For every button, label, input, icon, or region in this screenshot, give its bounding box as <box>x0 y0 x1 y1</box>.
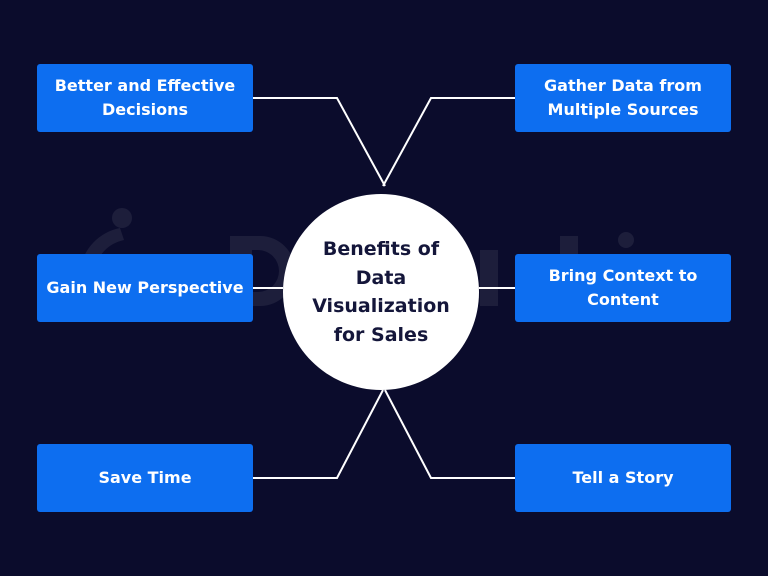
benefit-label: Bring Context to Content <box>548 266 698 309</box>
benefit-box-gather-data: Gather Data from Multiple Sources <box>515 64 731 132</box>
benefit-label: Save Time <box>98 468 192 487</box>
benefit-label: Better and Effective Decisions <box>54 76 236 119</box>
connector-top-left <box>253 97 386 187</box>
connector-top-right <box>382 97 515 187</box>
benefit-box-better-decisions: Better and Effective Decisions <box>37 64 253 132</box>
benefit-label: Tell a Story <box>572 468 674 487</box>
benefit-label: Gather Data from Multiple Sources <box>544 76 702 119</box>
benefit-label: Gain New Perspective <box>46 278 244 297</box>
center-topic-circle: Benefits of Data Visualization for Sales <box>283 194 479 390</box>
benefit-box-save-time: Save Time <box>37 444 253 512</box>
benefit-box-tell-story: Tell a Story <box>515 444 731 512</box>
connector-bottom-left <box>253 389 384 479</box>
center-title: Benefits of Data Visualization for Sales <box>312 238 450 346</box>
benefit-box-new-perspective: Gain New Perspective <box>37 254 253 322</box>
connector-bottom-right <box>384 389 515 479</box>
benefit-box-bring-context: Bring Context to Content <box>515 254 731 322</box>
